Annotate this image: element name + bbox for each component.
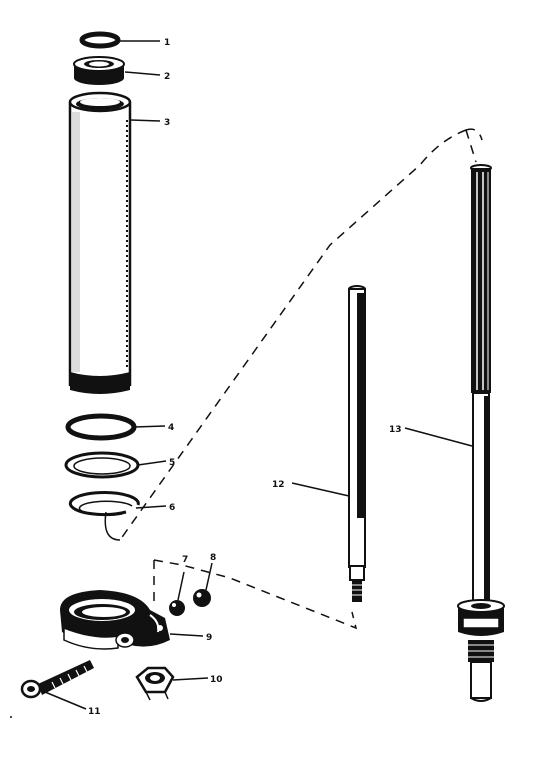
callout-4: 4 xyxy=(168,423,174,433)
callout-11: 11 xyxy=(88,707,101,717)
callout-10: 10 xyxy=(210,675,223,685)
part-11-bolt xyxy=(20,660,94,699)
part-1-washer xyxy=(79,31,121,49)
part-10-nut xyxy=(135,666,175,701)
part-12-shaft xyxy=(348,285,366,602)
callout-13: 13 xyxy=(389,425,402,435)
part-4-ring xyxy=(65,413,137,441)
callout-labels: 1 2 3 4 5 6 7 8 9 10 11 12 13 xyxy=(88,38,402,717)
part-13-splined-shaft xyxy=(457,164,505,702)
part-7-ball xyxy=(169,600,185,616)
assembly-dashed-lines xyxy=(119,128,483,630)
callout-8: 8 xyxy=(210,553,216,563)
part-6-split-ring xyxy=(68,491,140,541)
callout-7: 7 xyxy=(182,555,188,565)
stray-dot xyxy=(10,716,12,718)
callout-3: 3 xyxy=(164,118,170,128)
callout-5: 5 xyxy=(169,458,175,468)
callout-1: 1 xyxy=(164,38,170,48)
part-8-ball xyxy=(193,589,211,607)
callout-2: 2 xyxy=(164,72,170,82)
callout-6: 6 xyxy=(169,503,175,513)
part-2-bearing xyxy=(73,56,125,85)
part-3-tube xyxy=(68,91,132,394)
callout-12: 12 xyxy=(272,480,285,490)
part-5-ring xyxy=(64,451,140,479)
callout-9: 9 xyxy=(206,633,212,643)
part-9-clamp xyxy=(60,590,170,650)
leader-lines xyxy=(44,40,473,710)
